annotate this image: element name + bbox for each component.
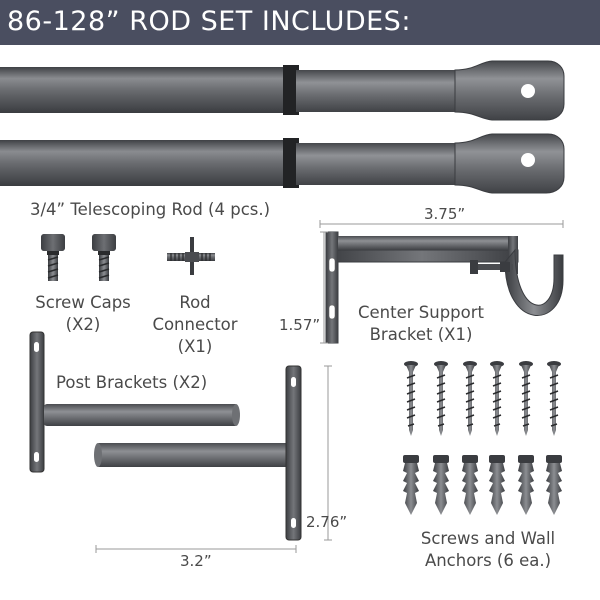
wall-anchor-2 bbox=[433, 455, 449, 515]
wall-anchor-6 bbox=[546, 455, 562, 515]
rod-connector-label-line1: Rod bbox=[179, 293, 211, 312]
bracket-width-dimension: 3.75” bbox=[424, 205, 466, 223]
screw-2 bbox=[434, 361, 448, 436]
wood-screws bbox=[404, 361, 561, 436]
screw-cap-1 bbox=[41, 234, 65, 281]
rod-connector-label: Rod Connector (X1) bbox=[145, 292, 245, 358]
screw-caps-label-line2: (X2) bbox=[65, 315, 101, 334]
telescoping-rod-1 bbox=[0, 60, 565, 121]
screw-6 bbox=[547, 361, 561, 436]
post-bracket-1 bbox=[29, 331, 240, 473]
screw-caps-label: Screw Caps (X2) bbox=[22, 292, 144, 336]
post-length-dimension: 3.2” bbox=[180, 552, 212, 570]
telescoping-rod-label: 3/4” Telescoping Rod (4 pcs.) bbox=[30, 200, 271, 219]
telescoping-rod-2 bbox=[0, 133, 565, 194]
bracket-width-dimension-line bbox=[319, 220, 564, 228]
wall-anchor-5 bbox=[518, 455, 534, 515]
bracket-height-dimension-line bbox=[320, 231, 328, 344]
wall-anchor-3 bbox=[462, 455, 478, 515]
screw-4 bbox=[490, 361, 504, 436]
post-length-dimension-line bbox=[95, 545, 297, 553]
wall-anchor-1 bbox=[403, 455, 419, 515]
post-brackets-label: Post Brackets (X2) bbox=[56, 373, 208, 392]
screw-cap-2 bbox=[92, 234, 116, 281]
wall-anchors bbox=[403, 455, 562, 515]
center-support-bracket bbox=[325, 231, 564, 344]
screws-anchors-label-line1: Screws and Wall bbox=[420, 529, 556, 548]
post-bracket-2 bbox=[94, 365, 302, 541]
center-support-label: Center Support Bracket (X1) bbox=[346, 302, 496, 346]
screw-5 bbox=[519, 361, 533, 436]
screw-3 bbox=[463, 361, 477, 436]
header-title: 86-128” ROD SET INCLUDES: bbox=[7, 6, 411, 37]
bracket-height-dimension: 1.57” bbox=[279, 316, 321, 334]
screw-caps-label-line1: Screw Caps bbox=[35, 293, 131, 312]
center-support-label-line1: Center Support bbox=[357, 303, 484, 322]
header-banner: 86-128” ROD SET INCLUDES: bbox=[0, 0, 600, 45]
post-height-dimension-line bbox=[324, 365, 332, 541]
rod-connector bbox=[167, 237, 215, 275]
screws-anchors-label-line2: Anchors (6 ea.) bbox=[424, 551, 552, 570]
screws-anchors-label: Screws and Wall Anchors (6 ea.) bbox=[408, 528, 568, 572]
post-height-dimension: 2.76” bbox=[306, 513, 348, 531]
center-support-label-line2: Bracket (X1) bbox=[369, 325, 473, 344]
wall-anchor-4 bbox=[489, 455, 505, 515]
rod-connector-label-line2: Connector bbox=[152, 315, 238, 334]
rod-connector-label-line3: (X1) bbox=[177, 337, 213, 356]
screw-1 bbox=[404, 361, 418, 436]
